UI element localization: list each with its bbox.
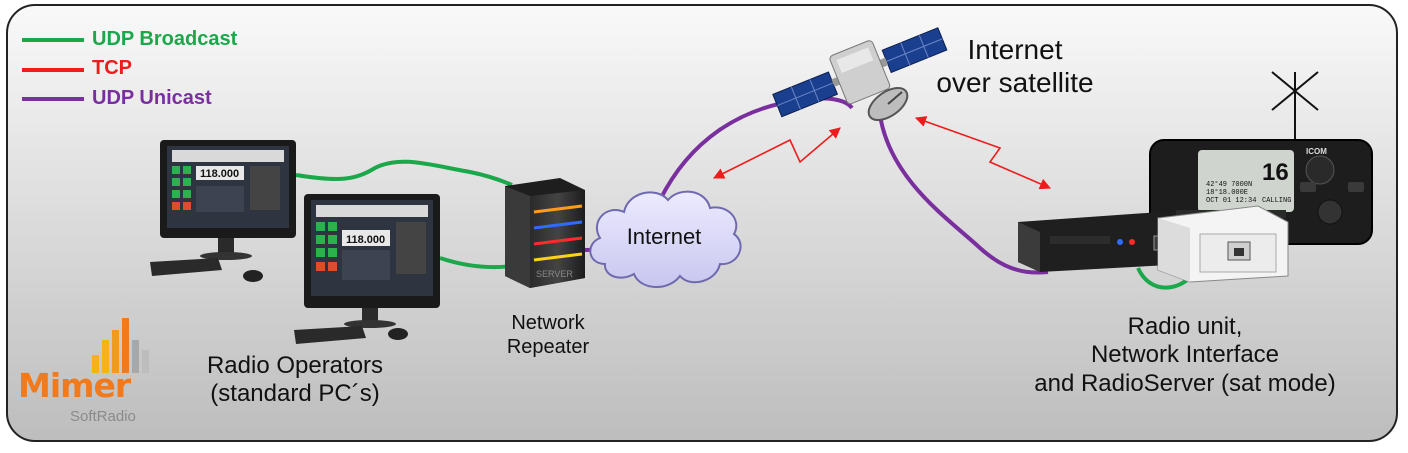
radio-channel: 16: [1262, 159, 1289, 186]
satellite-label: Internet over satellite: [905, 33, 1125, 99]
radio-label-line-3: and RadioServer (sat mode): [1034, 369, 1336, 397]
radio-display-line-1: 42°49 7000N: [1206, 180, 1252, 189]
server-box-text: SERVER: [536, 269, 573, 279]
radio-label-line-1: Radio unit,: [1127, 313, 1243, 340]
radio-antenna: [1271, 71, 1319, 145]
tcp-link-satellite-radio: [914, 116, 1052, 190]
operator-pc-2: 118.000: [294, 194, 440, 344]
tcp-link-repeater-satellite: [712, 127, 841, 179]
operators-label: Radio Operators (standard PC´s): [165, 352, 425, 409]
operators-label-line-2: (standard PC´s): [210, 380, 380, 408]
satellite-label-line-2: over satellite: [936, 67, 1094, 99]
repeater-label-line-2: Repeater: [506, 335, 590, 358]
repeater-label: Network Repeater: [478, 312, 618, 359]
satellite-icon: [772, 27, 948, 121]
repeater-label-line-1: Network: [511, 312, 585, 334]
operator-pc-1: 118.000: [150, 140, 296, 282]
pc2-frequency: 118.000: [346, 234, 385, 246]
radio-label: Radio unit, Network Interface and RadioS…: [990, 313, 1380, 398]
radio-display-line-4: CALLING: [1262, 197, 1291, 205]
radioserver-box: [1157, 205, 1289, 283]
pc2-button-grid: [316, 205, 428, 280]
radio-brand: ICOM: [1306, 147, 1327, 156]
mimer-logo-bars: [92, 318, 149, 373]
operators-label-line-1: Radio Operators: [206, 352, 384, 379]
internet-cloud: [589, 190, 742, 289]
legend-udp-unicast-label: UDP Unicast: [92, 87, 212, 109]
cloud-label: Internet: [626, 224, 702, 249]
mimer-logo-wordmark: Mimer: [18, 366, 131, 405]
radio-display-line-3: OCT 01 12:34: [1206, 197, 1256, 205]
network-repeater-server: SERVER: [505, 178, 585, 288]
udp-unicast-link-downlink: [878, 114, 1049, 275]
satellite-label-line-1: Internet: [967, 34, 1063, 65]
legend-tcp-label: TCP: [92, 57, 132, 79]
radio-label-line-2: Network Interface: [1090, 341, 1280, 369]
pc1-frequency: 118.000: [200, 168, 239, 180]
pc1-button-grid: [172, 150, 284, 212]
mimer-logo-subtitle: SoftRadio: [70, 408, 136, 425]
radio-display-line-2: 18°18.000E: [1206, 188, 1248, 197]
legend-udp-broadcast-label: UDP Broadcast: [92, 28, 238, 50]
udp-broadcast-link-pc1: [295, 159, 513, 187]
